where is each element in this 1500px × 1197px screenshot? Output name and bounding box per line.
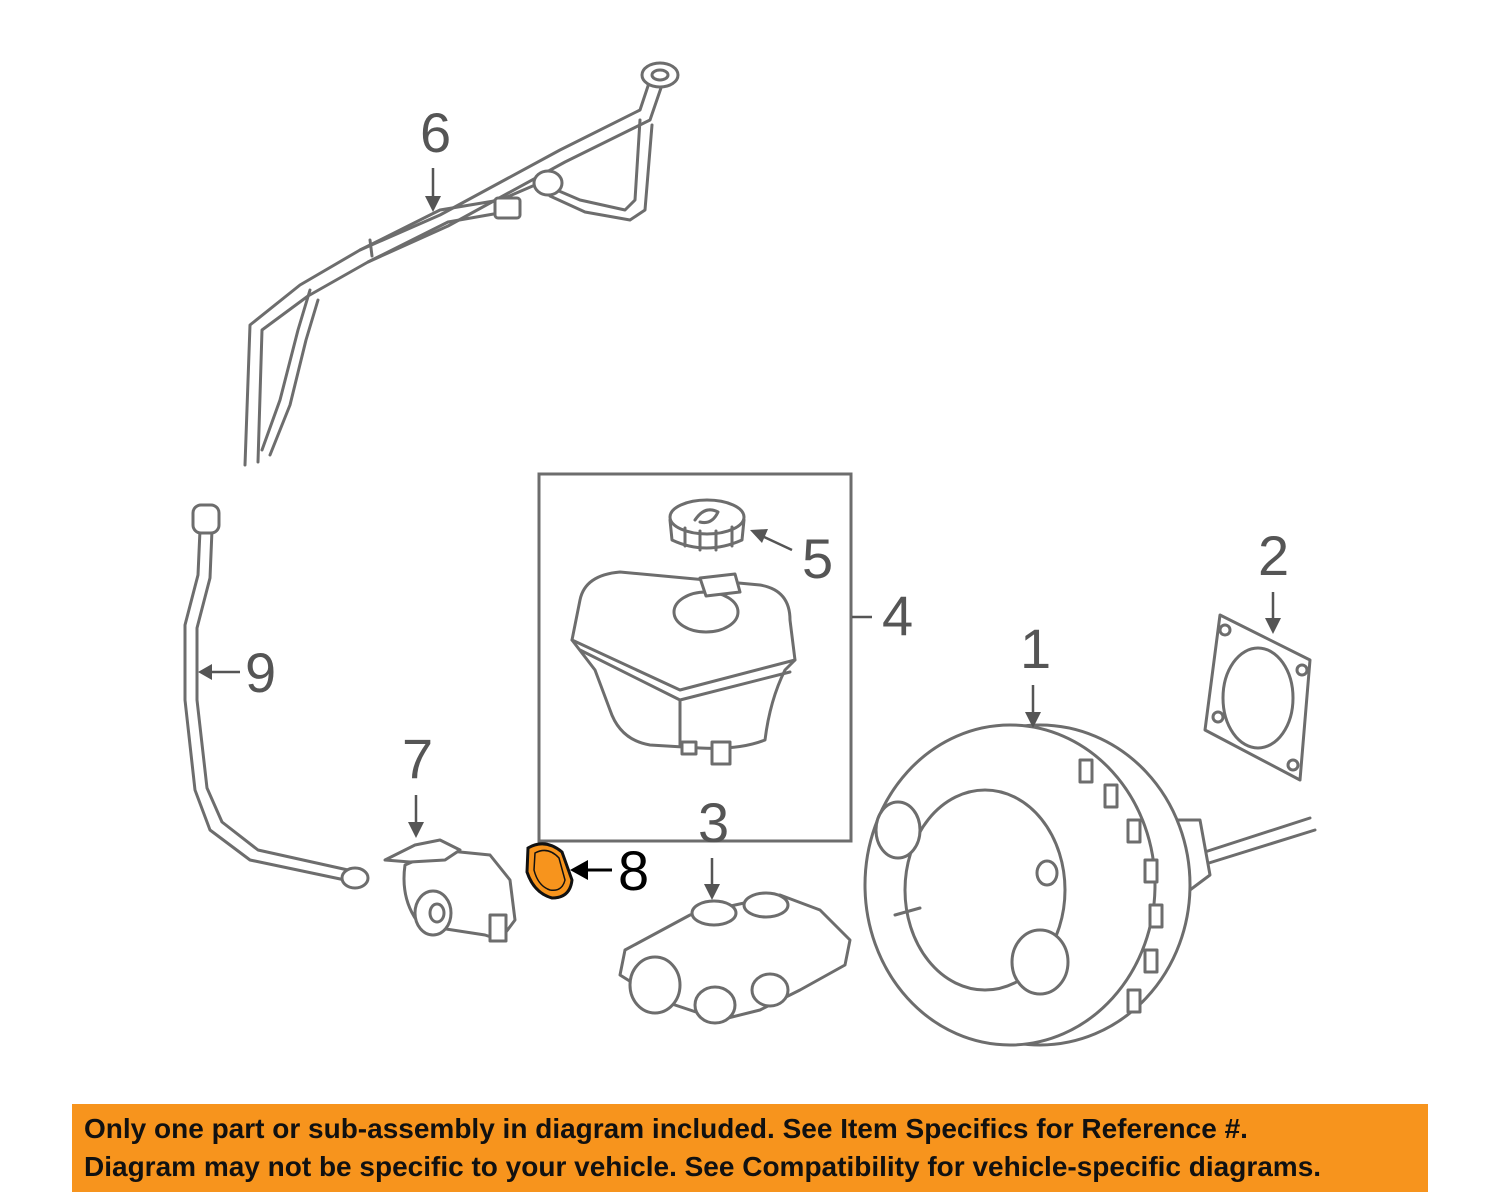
svg-text:6: 6 [420,101,451,164]
booster-ribs [1078,758,1164,1014]
disclaimer-line-2: Diagram may not be specific to your vehi… [84,1151,1322,1182]
callout-8: 8 [570,839,649,902]
part-1-brake-booster [863,723,1317,1047]
disclaimer-banner: Only one part or sub-assembly in diagram… [72,1104,1428,1192]
part-3-master-cylinder [618,891,852,1025]
part-8-gasket-highlighted [525,842,574,900]
svg-text:8: 8 [618,839,649,902]
part-6-vacuum-line [243,61,680,467]
part-5-reservoir-cap [668,498,746,552]
callout-7: 7 [402,727,433,838]
part-9-hose [183,503,370,890]
callout-2: 2 [1258,524,1289,634]
svg-text:1: 1 [1020,617,1051,680]
svg-text:4: 4 [882,584,913,647]
svg-text:2: 2 [1258,524,1289,587]
callout-6: 6 [420,101,451,212]
svg-text:7: 7 [402,727,433,790]
svg-text:9: 9 [245,641,276,704]
callout-9: 9 [198,641,276,704]
part-2-gasket [1203,613,1312,782]
callout-1: 1 [1020,617,1051,728]
callout-4: 4 [852,584,913,647]
svg-text:3: 3 [698,791,729,854]
svg-text:5: 5 [802,527,833,590]
callout-3: 3 [698,791,729,900]
part-7-sensor [383,838,517,943]
assembly-4-box [537,472,853,843]
part-4-reservoir [570,570,797,766]
disclaimer-line-1: Only one part or sub-assembly in diagram… [84,1113,1248,1144]
callout-5: 5 [750,527,833,590]
